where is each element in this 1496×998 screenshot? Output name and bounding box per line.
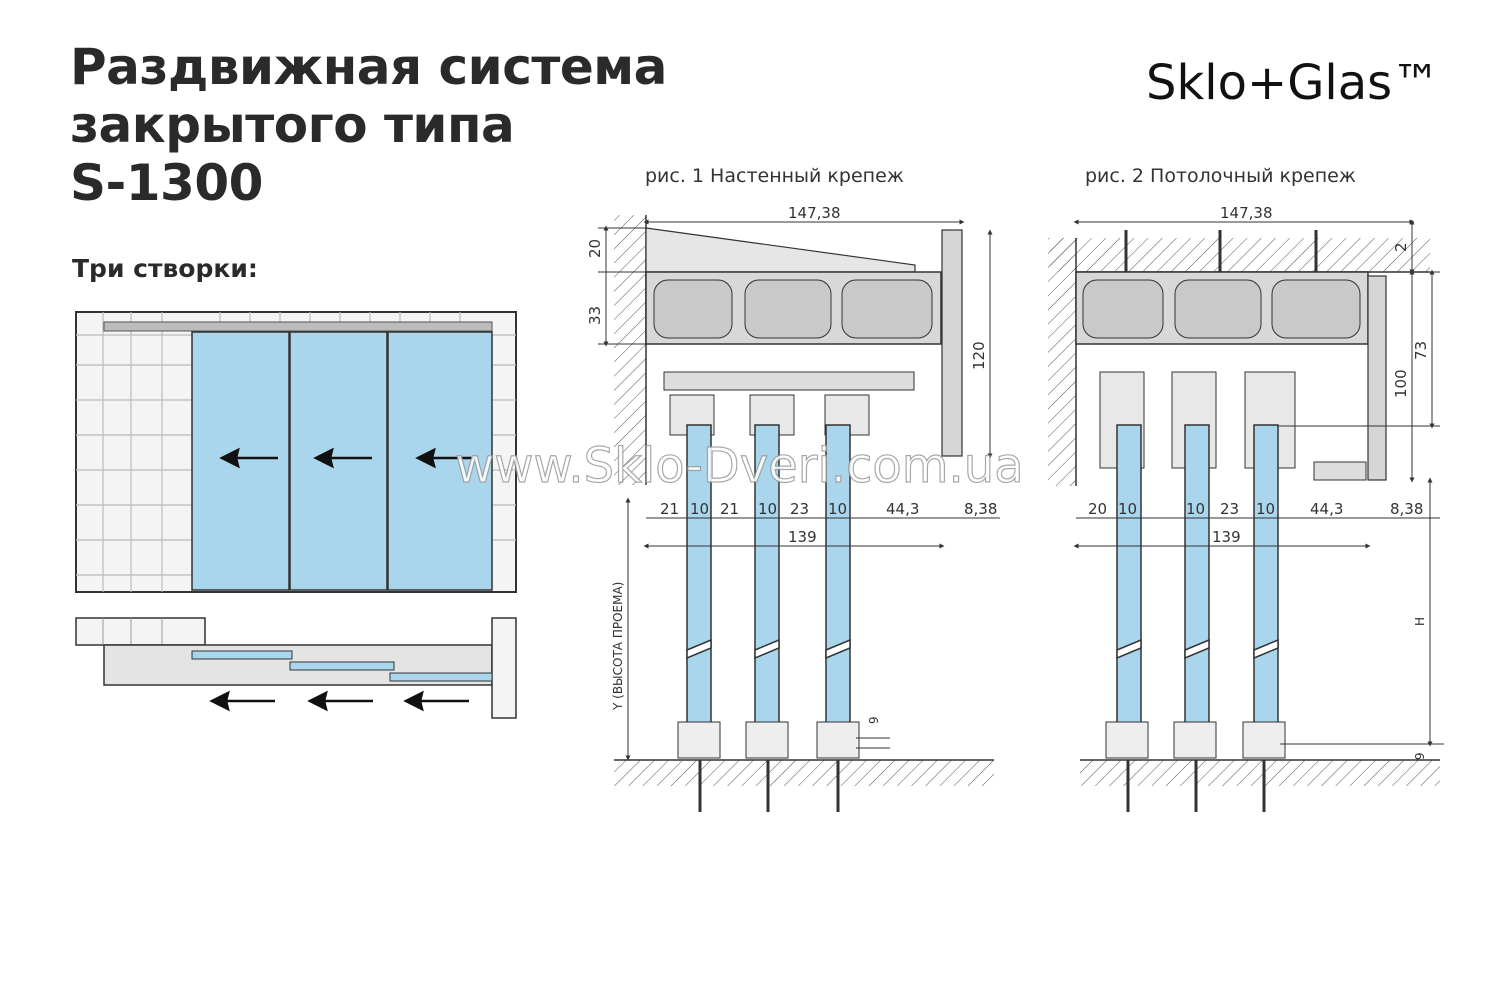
fig1-wall-mount: рис. 1 Настенный крепеж (586, 165, 1000, 812)
fig1-dim-120: 120 (970, 341, 988, 370)
fig1-dim-10b: 10 (758, 500, 777, 518)
fig2-dim-73: 73 (1412, 341, 1430, 360)
front-view (75, 311, 517, 593)
fig2-glass-1 (1116, 424, 1142, 756)
fig2-dim-9: 9 (1413, 752, 1427, 760)
fig2-dim-44: 44,3 (1310, 500, 1343, 518)
fig1-y-label: Y (ВЫСОТА ПРОЕМА) (611, 582, 625, 711)
fig1-glass-1 (686, 424, 712, 756)
title-line-2: закрытого типа (70, 96, 515, 154)
watermark: www.Sklo-Dveri.com.ua (454, 437, 1024, 494)
fig1-glass-3 (825, 424, 851, 756)
fig1-dim-139: 139 (788, 528, 817, 546)
fig2-dim-10b: 10 (1186, 500, 1205, 518)
fig1-dim-21b: 21 (720, 500, 739, 518)
fig2-glass-3 (1253, 424, 1279, 756)
subtitle: Три створки: (72, 254, 258, 283)
title-line-3: S-1300 (70, 154, 263, 212)
glass-panel-1 (191, 331, 290, 591)
fig2-caption: рис. 2 Потолочный крепеж (1085, 165, 1356, 187)
fig1-dim-10a: 10 (690, 500, 709, 518)
fig1-dim-21a: 21 (660, 500, 679, 518)
fig2-dim-100: 100 (1392, 369, 1410, 398)
fig1-dim-23: 23 (790, 500, 809, 518)
fig1-dim-10c: 10 (828, 500, 847, 518)
fig1-dim-top: 147,38 (788, 204, 841, 222)
fig2-h-label: H (1413, 617, 1427, 626)
fig2-dim-23: 23 (1220, 500, 1239, 518)
plan-view (75, 617, 517, 719)
fig2-dim-2: 2 (1392, 242, 1410, 252)
brand-logo: Sklo+Glas™ (1146, 55, 1441, 111)
fig2-glass-2 (1184, 424, 1210, 756)
fig2-dim-20: 20 (1088, 500, 1107, 518)
fig1-dim-33: 33 (586, 306, 604, 325)
fig1-dim-side: 8,38 (964, 500, 997, 518)
fig1-dim-20: 20 (586, 239, 604, 258)
page-title: Раздвижная система закрытого типа S-1300 (70, 38, 667, 212)
title-line-1: Раздвижная система (70, 38, 667, 96)
fig1-dim-44: 44,3 (886, 500, 919, 518)
fig2-dim-10c: 10 (1256, 500, 1275, 518)
fig2-dim-top: 147,38 (1220, 204, 1273, 222)
fig2-ceiling-mount: рис. 2 Потолочный крепеж (1048, 165, 1444, 812)
glass-panel-2 (289, 331, 388, 591)
fig2-dim-10a: 10 (1118, 500, 1137, 518)
fig2-dim-side: 8,38 (1390, 500, 1423, 518)
fig1-dim-9: 9 (867, 716, 881, 724)
fig2-dim-139: 139 (1212, 528, 1241, 546)
fig1-caption: рис. 1 Настенный крепеж (645, 165, 904, 187)
glass-panel-3 (387, 331, 493, 591)
